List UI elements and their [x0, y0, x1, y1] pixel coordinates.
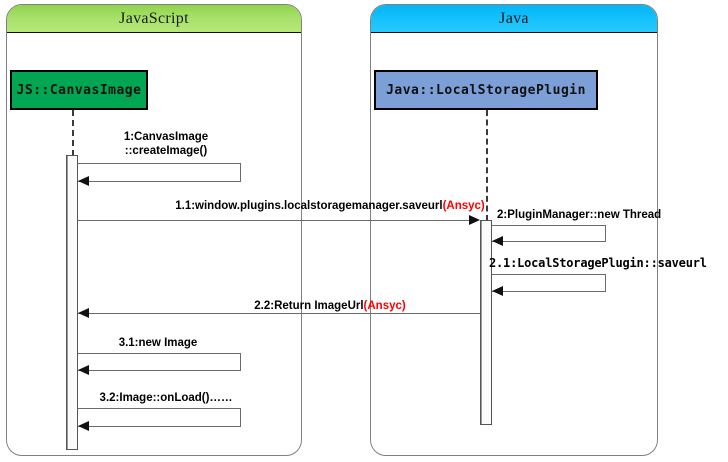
message-1-1-label: 1.1:window.plugins.localstoragemanager.s…: [175, 199, 485, 213]
message-1-1-async-tag: (Ansyc): [442, 200, 485, 212]
message-2-label: 2:PluginManager::new Thread: [497, 208, 661, 222]
message-2-1-label: 2.1:LocalStoragePlugin::saveurl: [489, 256, 707, 270]
message-2-2-async-tag: (Ansyc): [363, 300, 406, 312]
frame-javascript-title: JavaScript: [7, 5, 301, 33]
message-1-label: 1:CanvasImage ::createImage(): [124, 130, 208, 158]
activation-bar-java: [480, 220, 492, 425]
message-1-1-line: [78, 220, 472, 221]
message-3-1-arrowhead: [78, 365, 89, 375]
message-2-1-text: 2.1:LocalStoragePlugin::saveurl: [489, 256, 707, 270]
message-3-1-line-out: [78, 353, 241, 354]
message-3-2-label: 3.2:Image::onLoad()……: [100, 391, 233, 405]
participant-js-canvasimage-label: JS::CanvasImage: [16, 82, 142, 98]
message-2-line-out: [492, 225, 606, 226]
message-2-2-label: 2.2:Return ImageUrl(Ansyc): [254, 299, 405, 313]
message-2-text: 2:PluginManager::new Thread: [497, 209, 662, 221]
message-2-1-line-turn: [605, 274, 606, 291]
message-3-2-line-turn: [240, 408, 241, 426]
activation-bar-js: [66, 155, 78, 450]
message-2-2-arrowhead: [78, 308, 89, 318]
message-3-2-line-out: [78, 408, 241, 409]
message-2-arrowhead: [492, 236, 503, 246]
message-1-line-back: [78, 181, 241, 182]
lifeline-js-canvasimage: [72, 110, 74, 156]
message-3-2-arrowhead: [78, 421, 89, 431]
participant-java-localstorageplugin[interactable]: Java::LocalStoragePlugin: [374, 70, 598, 110]
frame-java: Java: [370, 4, 658, 456]
participant-java-localstorageplugin-label: Java::LocalStoragePlugin: [386, 82, 586, 98]
message-2-2-text: 2.2:Return ImageUrl: [254, 300, 364, 312]
message-3-1-line-turn: [240, 353, 241, 370]
message-1-label-line1: 1:CanvasImage: [123, 131, 209, 143]
message-2-1-arrowhead: [492, 286, 503, 296]
message-3-1-label: 3.1:new Image: [119, 336, 198, 350]
message-3-1-text: 3.1:new Image: [118, 337, 198, 349]
message-2-1-line-out: [492, 274, 606, 275]
message-1-1-text: 1.1:window.plugins.localstoragemanager.s…: [175, 200, 443, 212]
message-3-1-line-back: [78, 370, 241, 371]
message-1-line-turn: [240, 163, 241, 181]
message-1-label-line2: ::createImage(): [124, 145, 208, 157]
message-2-1-line-back: [492, 291, 606, 292]
message-1-arrowhead: [78, 176, 89, 186]
message-3-2-line-back: [78, 426, 241, 427]
message-2-2-line: [78, 313, 480, 314]
message-2-line-turn: [605, 225, 606, 241]
message-1-line-out: [78, 163, 241, 164]
message-3-2-text: 3.2:Image::onLoad()……: [99, 392, 233, 404]
participant-js-canvasimage[interactable]: JS::CanvasImage: [10, 70, 148, 110]
lifeline-java-localstorageplugin: [486, 110, 488, 221]
message-2-line-back: [492, 241, 606, 242]
frame-java-title: Java: [371, 5, 657, 33]
message-1-1-arrowhead: [469, 215, 480, 225]
